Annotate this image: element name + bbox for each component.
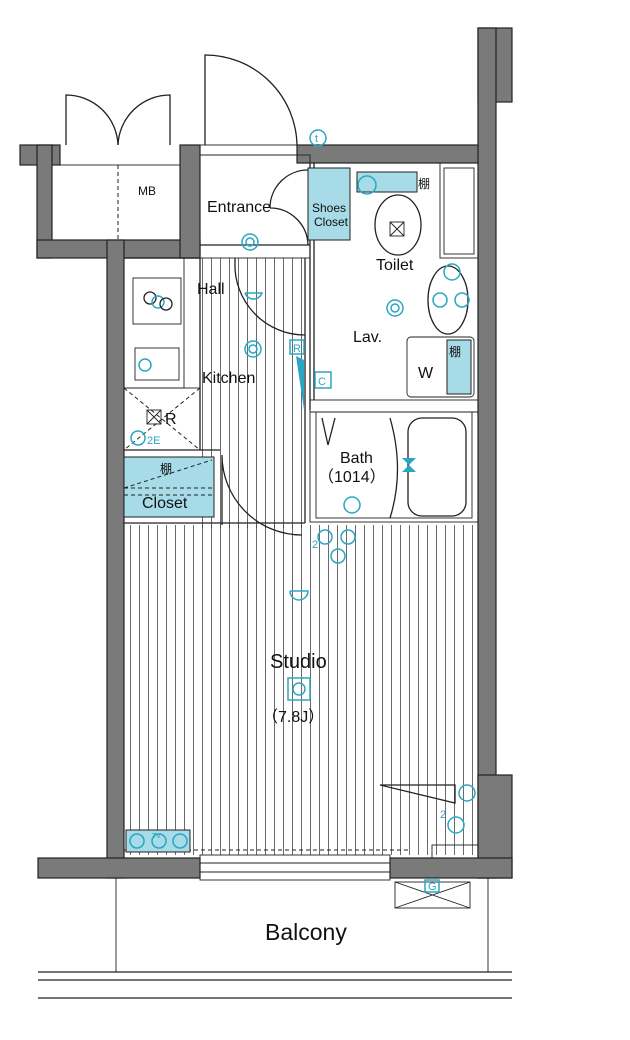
lav-label: Lav. (353, 329, 382, 346)
closet-shelf-label: 棚 (160, 461, 172, 476)
studio-label: Studio (270, 651, 327, 673)
studio-size-label: （7.8J） (262, 708, 324, 726)
gas-label: G (428, 881, 437, 893)
entrance-door[interactable] (204, 54, 298, 146)
shoes-label: Shoes (312, 201, 346, 215)
bath-label: Bath (340, 450, 373, 467)
hall-label: Hall (197, 281, 225, 298)
closet-room-label: Closet (142, 495, 188, 512)
hall-kitchen-floor (200, 258, 305, 528)
balcony: G (38, 878, 512, 999)
refrigerator-label: R (165, 411, 177, 428)
closet-c-label: C (318, 376, 326, 388)
closet-label: Closet (314, 215, 349, 229)
kitchen-label: Kitchen (202, 370, 255, 387)
washer-label: W (418, 365, 434, 382)
refrigerator-small-label: R (293, 343, 301, 355)
outlet-2-label-b: 2 (440, 809, 446, 821)
phone-outlet-label: t (315, 133, 318, 145)
bath-size-label: （1014） (318, 468, 386, 486)
walls (19, 27, 513, 879)
toilet-label: Toilet (376, 257, 414, 274)
mb-label: MB (138, 184, 156, 198)
shoes-closet (307, 167, 351, 241)
balcony-label: Balcony (265, 919, 347, 945)
entrance-label: Entrance (207, 199, 271, 216)
outlet-2e-label: 2E (147, 435, 160, 447)
washer-shelf-label: 棚 (449, 344, 461, 359)
outlet-2-label: 2 (312, 539, 318, 551)
window (124, 849, 410, 881)
kitchen-counter (123, 257, 201, 451)
tv-outlets: TV (125, 829, 191, 853)
toilet-shelf-label: 棚 (418, 176, 430, 191)
hall-door[interactable] (234, 258, 306, 336)
studio-floor (124, 525, 478, 855)
studio-door[interactable] (221, 454, 303, 536)
tv-label: TV (152, 833, 161, 840)
closet[interactable] (123, 456, 215, 518)
mb-doors (51, 94, 181, 241)
